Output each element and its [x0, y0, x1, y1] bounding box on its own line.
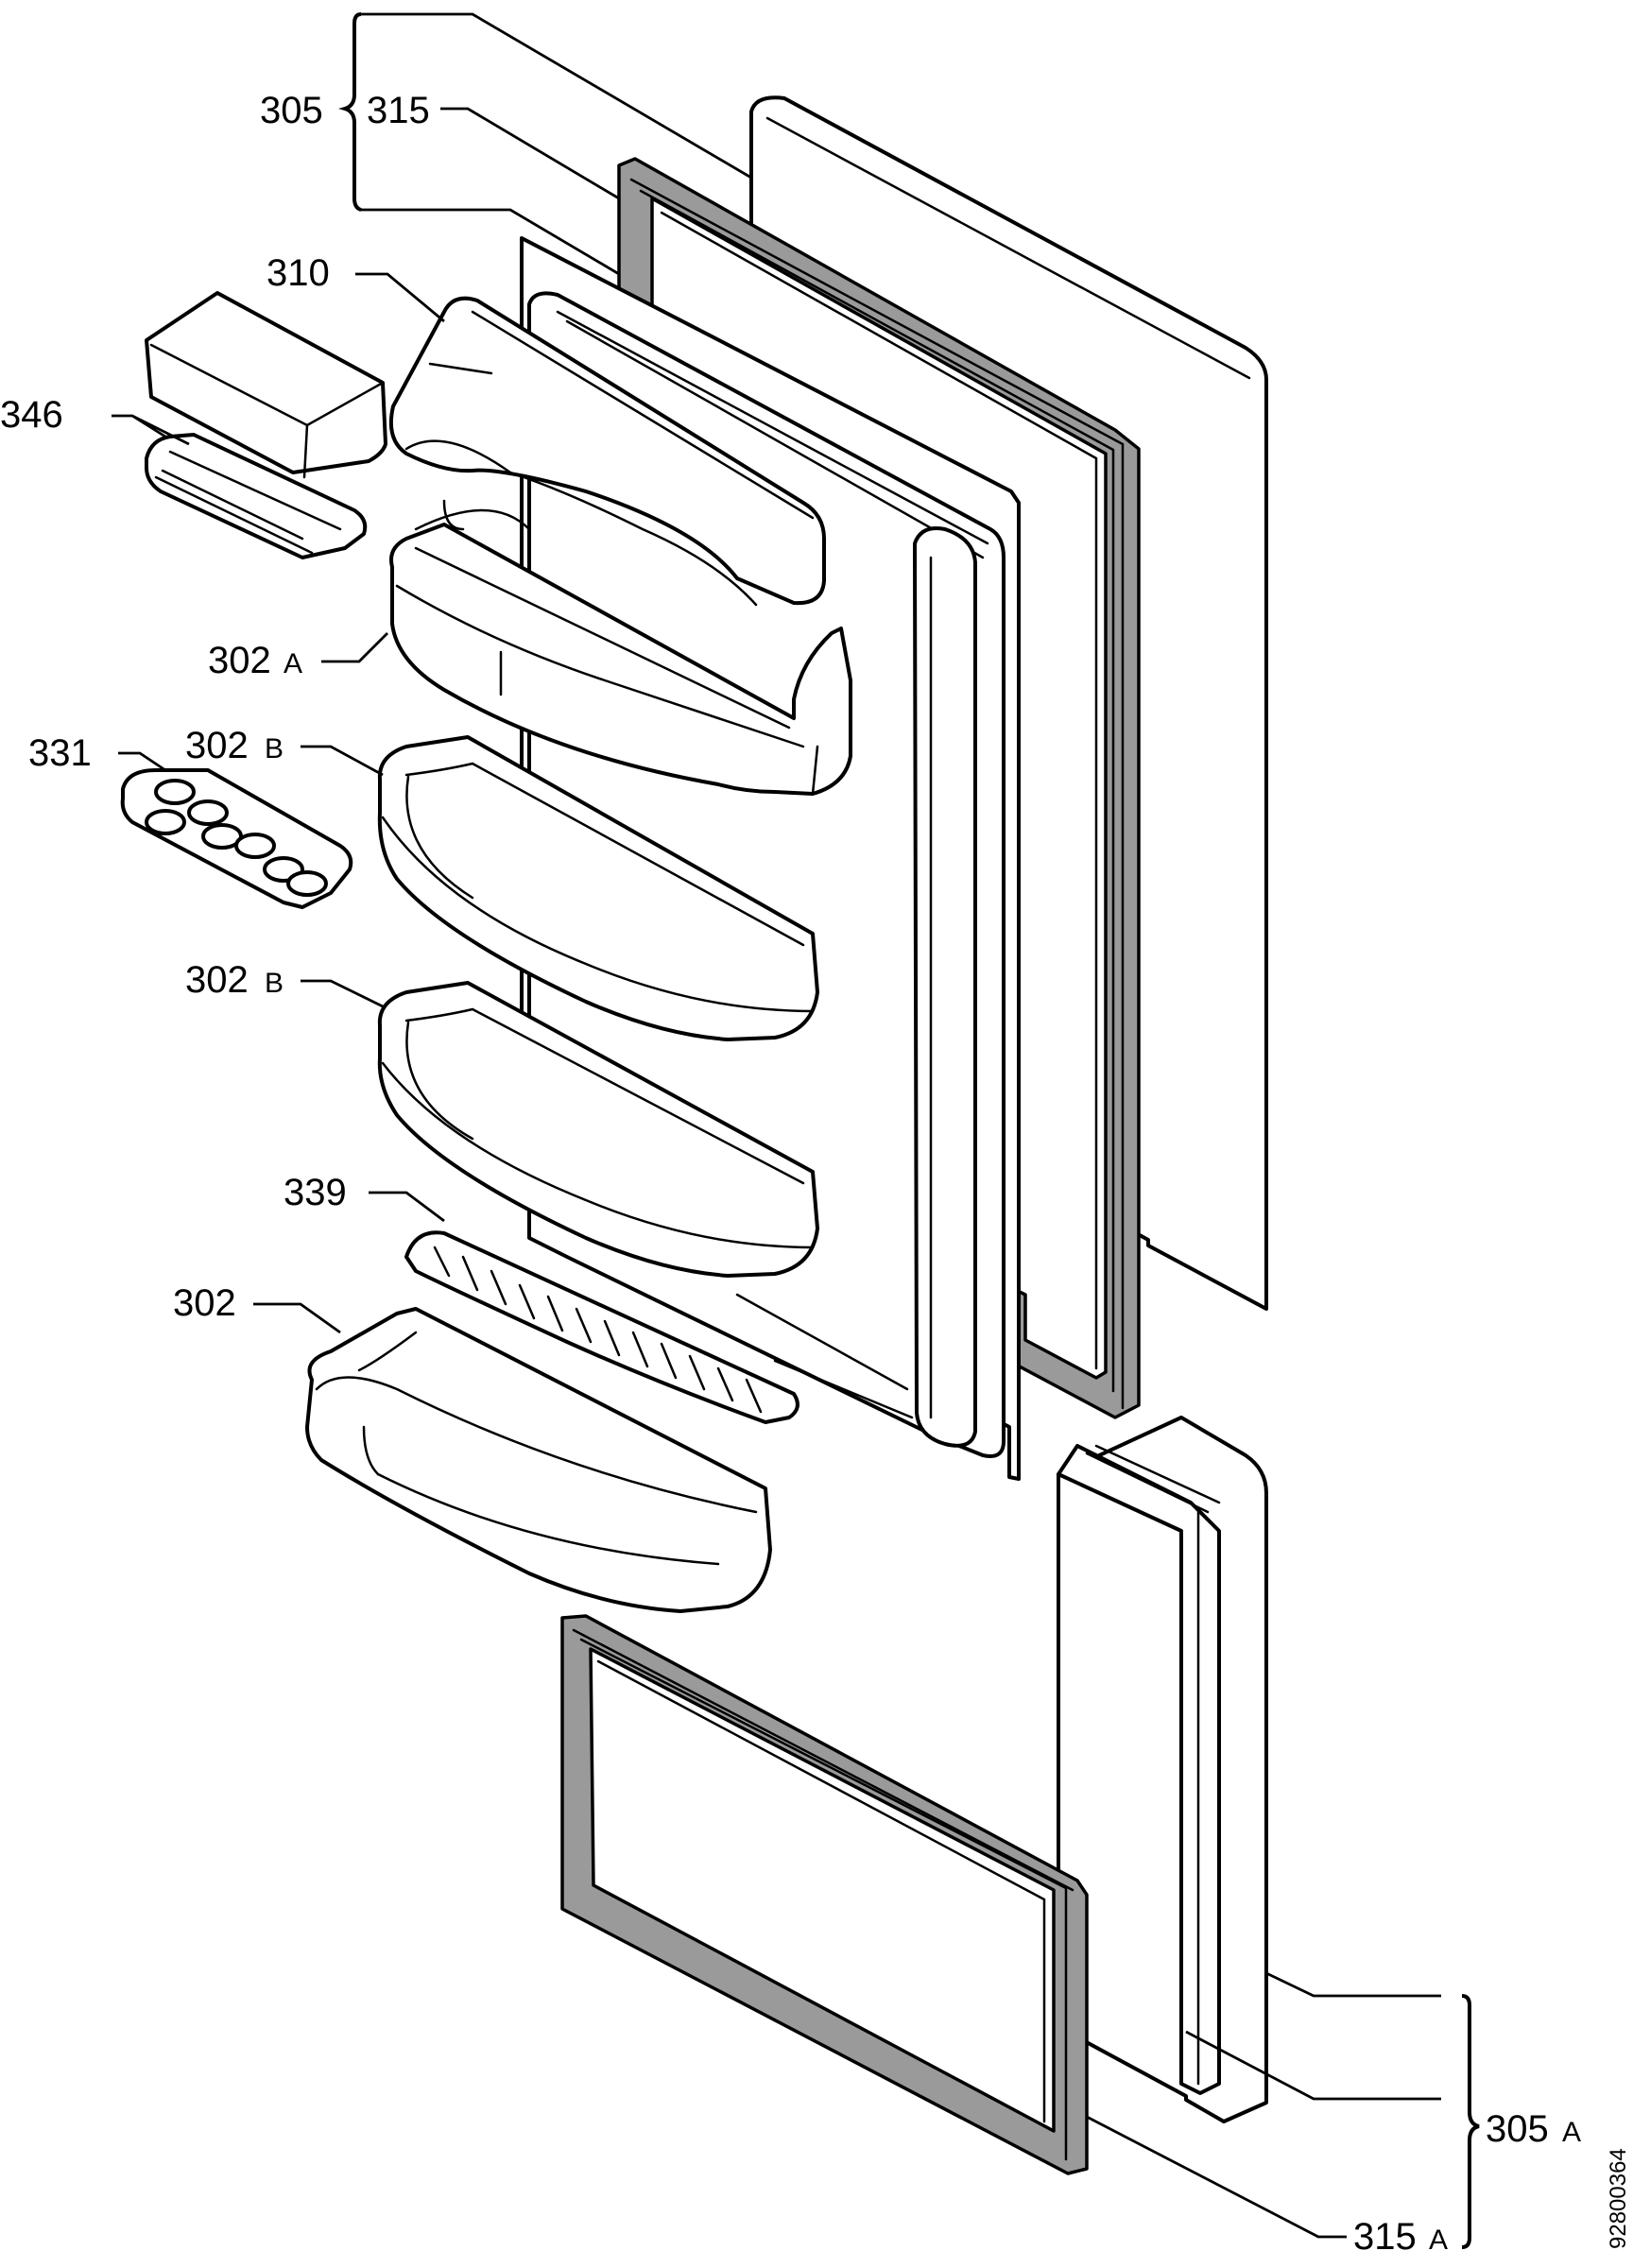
door-shelf-302b-lower: [377, 981, 819, 1278]
label-310: 310: [266, 252, 330, 294]
door-shelf-302-bottom: [305, 1307, 772, 1613]
label-331: 331: [28, 732, 92, 774]
label-346: 346: [0, 394, 63, 436]
label-315a: 315: [1353, 2216, 1417, 2258]
lower-door-outer-panel: [1057, 1416, 1268, 2123]
butter-dish-346: [145, 291, 387, 559]
door-shelf-302b-upper: [377, 735, 819, 1041]
label-315: 315: [367, 90, 430, 131]
label-305a: 305: [1486, 2108, 1549, 2150]
label-305a-suffix: A: [1562, 2117, 1581, 2148]
document-id: 92800364: [1606, 2148, 1631, 2249]
label-302a-suffix: A: [284, 648, 302, 679]
label-305: 305: [260, 90, 323, 131]
bottle-rack-339: [404, 1230, 799, 1424]
lower-door-gasket: [560, 1614, 1089, 2175]
bracket-305a: [1461, 1994, 1480, 2249]
bracket-305: [338, 12, 362, 212]
label-339: 339: [284, 1172, 347, 1213]
label-302a: 302: [208, 640, 271, 681]
label-302b-lower: 302: [185, 959, 249, 1001]
label-302b-upper: 302: [185, 725, 249, 766]
dairy-compartment-flap: [388, 296, 826, 607]
label-302b-lower-suffix: B: [265, 968, 284, 999]
label-315a-suffix: A: [1429, 2225, 1448, 2256]
egg-tray-331: [120, 768, 353, 909]
label-302: 302: [173, 1282, 236, 1324]
leader-lines: [112, 12, 1441, 2239]
door-shelf-302a: [389, 499, 852, 796]
label-302b-upper-suffix: B: [265, 733, 284, 765]
